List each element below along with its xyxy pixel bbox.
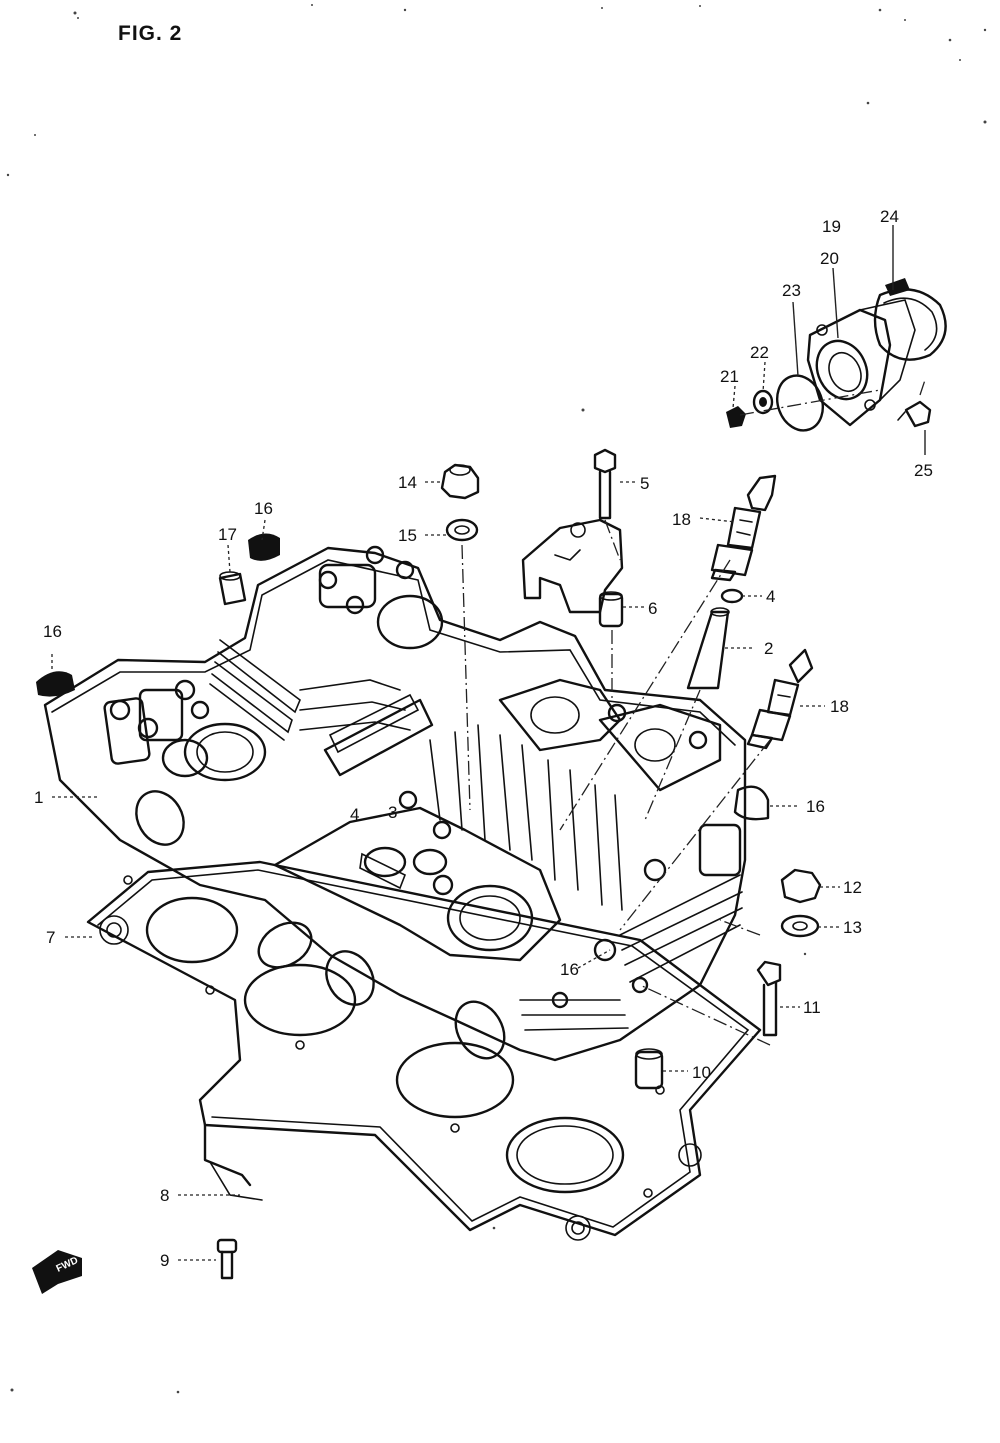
callout-8: 8 <box>160 1186 169 1205</box>
callout-14: 14 <box>398 473 417 492</box>
callout-18-lower: 18 <box>830 697 849 716</box>
callout-24: 24 <box>880 207 899 226</box>
figure-title: FIG. 2 <box>118 22 183 45</box>
spark-plug-upper-part <box>710 474 777 582</box>
callout-11: 11 <box>803 998 821 1017</box>
callout-5: 5 <box>640 474 649 493</box>
callout-15: 15 <box>398 526 417 545</box>
cylinder-head <box>43 545 747 1062</box>
stud-bolt-part <box>756 960 782 1037</box>
callout-16-top: 16 <box>254 499 273 518</box>
nut-part <box>440 463 480 500</box>
plug-left-part <box>36 533 280 697</box>
callout-16-right: 16 <box>806 797 825 816</box>
callout-16-left: 16 <box>43 622 62 641</box>
cap-bolt-part <box>593 448 617 520</box>
dowel-pin-upper-part <box>598 591 624 628</box>
washer-lower-part <box>780 914 820 938</box>
nut-upper-part <box>780 868 822 904</box>
cam-cap-part <box>521 518 624 614</box>
callout-18-upper: 18 <box>672 510 691 529</box>
print-specks <box>6 4 987 1394</box>
callout-6: 6 <box>648 599 657 618</box>
callout-2: 2 <box>764 639 773 658</box>
callout-21: 21 <box>720 367 739 386</box>
plug-gasket-part <box>720 588 744 604</box>
callout-20: 20 <box>820 249 839 268</box>
callout-22: 22 <box>750 343 769 362</box>
forward-arrow-icon: FWD <box>32 1250 82 1294</box>
callout-12: 12 <box>843 878 862 897</box>
callout-23: 23 <box>782 281 801 300</box>
callout-25: 25 <box>914 461 933 480</box>
leader-lines <box>51 225 926 1261</box>
callout-4-head: 4 <box>350 805 359 824</box>
screw-part <box>216 1238 238 1280</box>
callout-3: 3 <box>388 803 397 822</box>
cap-part <box>218 571 247 606</box>
callout-10: 10 <box>692 1063 711 1082</box>
callout-9: 9 <box>160 1251 169 1270</box>
cylinder-gasket <box>86 860 762 1241</box>
callout-19: 19 <box>822 217 841 236</box>
washer-part <box>445 518 479 542</box>
intake-assembly <box>726 278 947 432</box>
callout-4-gasket: 4 <box>766 587 775 606</box>
center-lines <box>461 379 926 1046</box>
callout-7: 7 <box>46 928 55 947</box>
callout-17: 17 <box>218 525 237 544</box>
callout-labels: 1 2 3 4 4 5 6 7 8 9 10 11 12 13 14 15 16… <box>34 207 933 1270</box>
callout-1: 1 <box>34 788 43 807</box>
plug-right-part <box>733 785 770 821</box>
dowel-pin-lower-part <box>634 1048 664 1090</box>
valve-guide-part <box>686 607 730 690</box>
callout-13: 13 <box>843 918 862 937</box>
callout-16-bottom: 16 <box>560 960 579 979</box>
spark-plug-lower-part <box>746 648 814 750</box>
